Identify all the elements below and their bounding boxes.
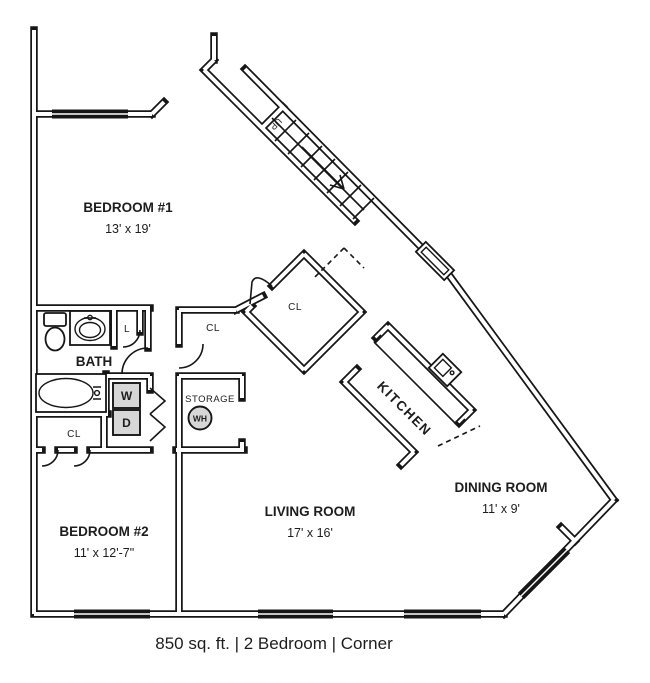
- understair-dashed-line: [313, 247, 345, 279]
- room-dims-dining: 11' x 9': [482, 502, 520, 516]
- room-dims-living: 17' x 16': [287, 526, 333, 540]
- bathroom-sink-basin: [78, 321, 102, 339]
- bathtub-basin: [38, 377, 94, 409]
- kitchen-counter-edge: [373, 334, 466, 427]
- plan-caption: 850 sq. ft. | 2 Bedroom | Corner: [155, 634, 393, 653]
- washer-box: [112, 382, 141, 409]
- storage-fixtures: WH: [187, 405, 213, 431]
- washer-label: W: [121, 389, 133, 403]
- toilet-icon: [44, 326, 66, 352]
- bedroom2-closet-door-arc: [41, 449, 59, 467]
- room-label-bedroom2: BEDROOM #2: [59, 524, 148, 539]
- room-label-bedroom1: BEDROOM #1: [83, 200, 173, 215]
- dryer-label: D: [122, 416, 131, 430]
- kitchen-faucet-icon: [449, 370, 455, 376]
- room-label-dining: DINING ROOM: [455, 480, 548, 495]
- toilet-tank-icon: [43, 312, 67, 327]
- dryer-box: [112, 409, 141, 436]
- room-dims-bedroom2: 11' x 12'-7": [74, 546, 134, 560]
- room-label-bath: BATH: [76, 354, 113, 369]
- windows: [52, 109, 571, 619]
- understair-dashed-line-2: [343, 247, 365, 269]
- bifold-door: [149, 387, 167, 442]
- door-swings: [41, 277, 273, 467]
- room-label-living: LIVING ROOM: [265, 504, 356, 519]
- entry-door: [414, 240, 456, 282]
- room-label-kitchen: KITCHEN: [374, 378, 434, 438]
- room-dims-bedroom1: 13' x 19': [105, 222, 151, 236]
- kitchen-dining-dashed-line: [437, 425, 481, 447]
- tub-faucet-handles: [93, 386, 101, 400]
- bedroom2-closet-door-arc-2: [73, 449, 91, 467]
- bath-door-arc: [121, 347, 149, 375]
- water-heater-label: WH: [193, 414, 207, 424]
- tub-faucet-icon: [93, 389, 101, 397]
- closet-label-hall: CL: [206, 323, 220, 334]
- window-glass-line: [520, 549, 568, 597]
- closet-label-bedroom2: CL: [67, 429, 81, 440]
- diamond-closet-door-leaf: [249, 277, 273, 305]
- stair-direction-arrow: [301, 146, 345, 190]
- linen-door-arc: [122, 329, 141, 348]
- linen-closet-label: L: [124, 324, 130, 335]
- room-label-storage: STORAGE: [185, 394, 235, 405]
- staircase: UP: [268, 116, 375, 279]
- kitchen-fixtures: [373, 334, 481, 447]
- water-heater-icon: [187, 405, 213, 431]
- laundry: W D: [112, 382, 167, 442]
- hall-closet-door-arc: [178, 343, 204, 369]
- kitchen-sink-basin: [433, 358, 453, 378]
- bath-fixtures: [35, 310, 111, 413]
- closet-label-diamond: CL: [288, 302, 302, 313]
